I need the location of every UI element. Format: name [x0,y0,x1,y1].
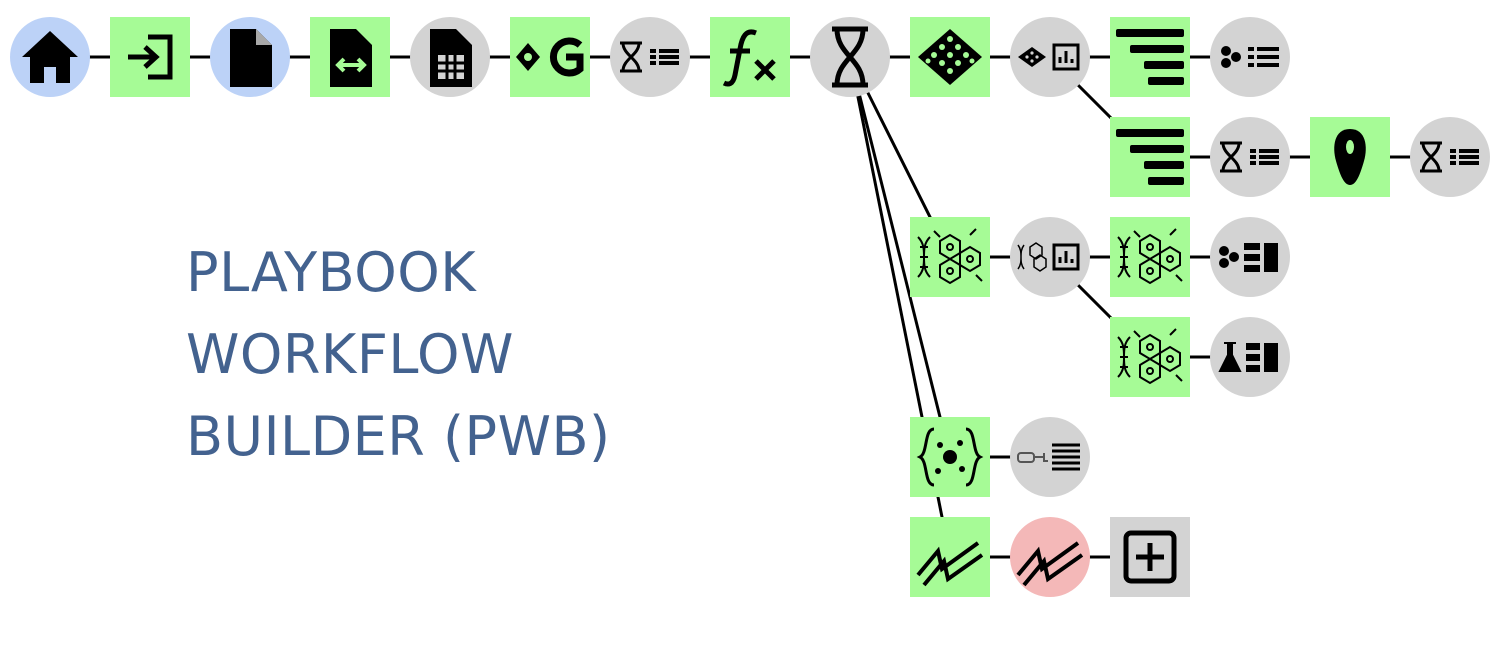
node-genomics-2[interactable] [1110,217,1190,297]
node-cable-text[interactable] [1010,417,1090,497]
title-line-3: BUILDER (PWB) [186,405,611,468]
node-add-step[interactable] [1110,517,1190,597]
node-input[interactable] [110,17,190,97]
node-dna-table-3[interactable] [1410,117,1490,197]
node-file-convert[interactable] [310,17,390,97]
node-layer [10,17,1490,597]
node-genomics-3[interactable] [1110,317,1190,397]
node-function[interactable] [710,17,790,97]
node-home[interactable] [10,17,90,97]
node-background [1010,417,1090,497]
node-background [1010,17,1090,97]
node-tile-plate[interactable] [910,17,990,97]
node-dna-table-2[interactable] [1210,117,1290,197]
edge-dna-to-json-cells [848,56,952,458]
node-filter-2[interactable] [1110,117,1190,197]
node-file[interactable] [210,17,290,97]
node-genomics-1[interactable] [910,217,990,297]
node-json-cells[interactable] [910,417,990,497]
node-cluster-table-1[interactable] [1210,17,1290,97]
node-plate-chart[interactable] [1010,17,1090,97]
node-cluster-list[interactable] [1210,217,1290,297]
node-dna-table-1[interactable] [610,17,690,97]
node-background [710,17,790,97]
node-dna[interactable] [810,17,890,97]
node-seed[interactable] [1310,117,1390,197]
node-flask-list[interactable] [1210,317,1290,397]
title-line-2: WORKFLOW [186,323,514,386]
node-galaxy[interactable] [510,17,590,97]
node-genomics-chart[interactable] [1010,217,1090,297]
page-title: PLAYBOOK WORKFLOW BUILDER (PWB) [186,232,611,478]
flask-list-icon [1219,342,1279,373]
node-wave-warning[interactable] [1010,517,1090,597]
node-wave-step[interactable] [910,517,990,597]
node-spreadsheet[interactable] [410,17,490,97]
node-filter-1[interactable] [1110,17,1190,97]
node-background [1010,217,1090,297]
title-line-1: PLAYBOOK [186,241,477,304]
